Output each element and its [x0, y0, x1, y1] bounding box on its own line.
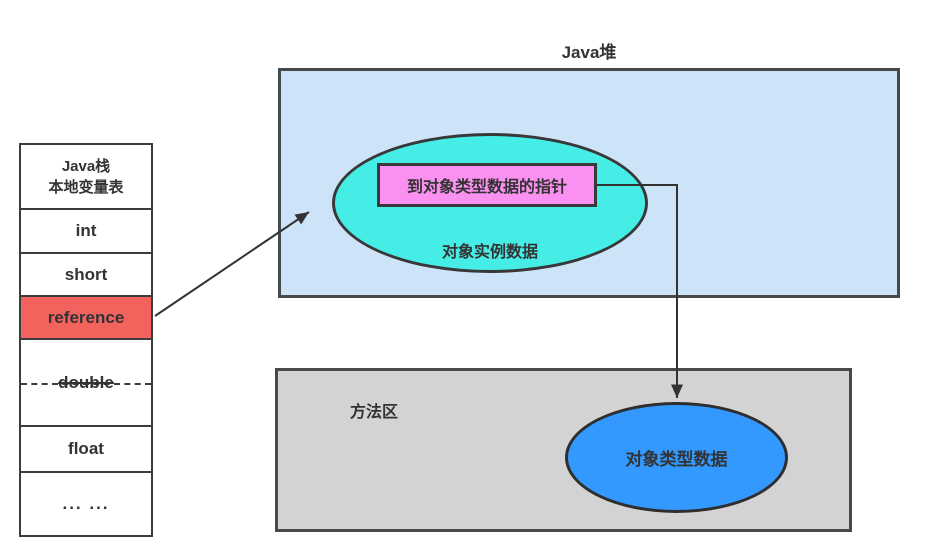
heap-title: Java堆 — [561, 43, 617, 62]
stack-table-header: Java栈 本地变量表 — [21, 145, 151, 208]
object-type-ellipse: 对象类型数据 — [565, 402, 788, 513]
stack-row-float: float — [21, 425, 151, 471]
stack-row-double-label: double — [58, 372, 114, 392]
method-area-label: 方法区 — [350, 404, 399, 421]
double-slot-divider — [21, 382, 151, 385]
stack-row-short: short — [21, 252, 151, 295]
stack-row-reference: reference — [21, 295, 151, 338]
stack-table: Java栈 本地变量表 int short reference double f… — [19, 143, 153, 537]
stack-title-line2: 本地变量表 — [48, 178, 124, 196]
stack-row-double: double — [21, 338, 151, 425]
object-instance-label: 对象实例数据 — [441, 244, 538, 261]
stack-row-int: int — [21, 208, 151, 252]
stack-row-ellipsis: ... ... — [21, 471, 151, 535]
stack-title-line1: Java栈 — [61, 157, 111, 175]
pointer-to-type-box: 到对象类型数据的指针 — [377, 163, 597, 207]
